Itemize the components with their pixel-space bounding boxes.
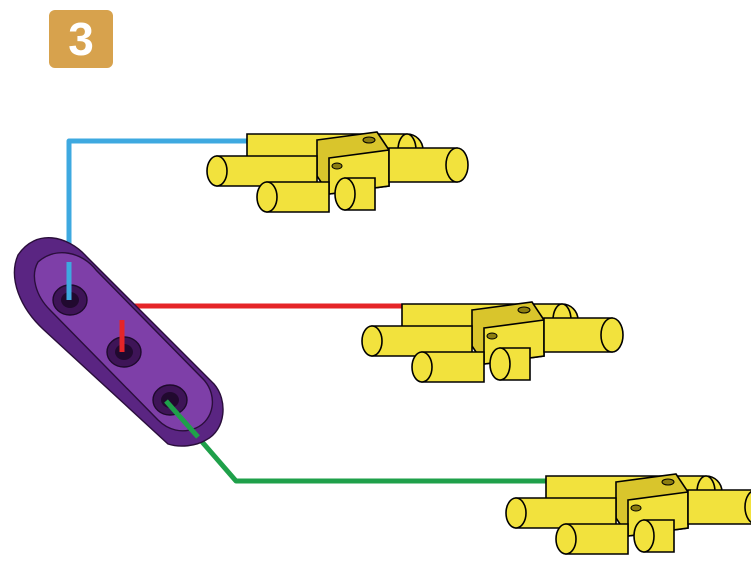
axle-pin-connector-icon: [361, 301, 624, 383]
step-number-badge: 3: [49, 10, 113, 68]
axle-pin-connector-icon: [206, 131, 469, 213]
step-number: 3: [68, 13, 94, 65]
three-hole-beam-icon: [13, 237, 224, 447]
axle-pin-connector-icon: [505, 473, 751, 555]
